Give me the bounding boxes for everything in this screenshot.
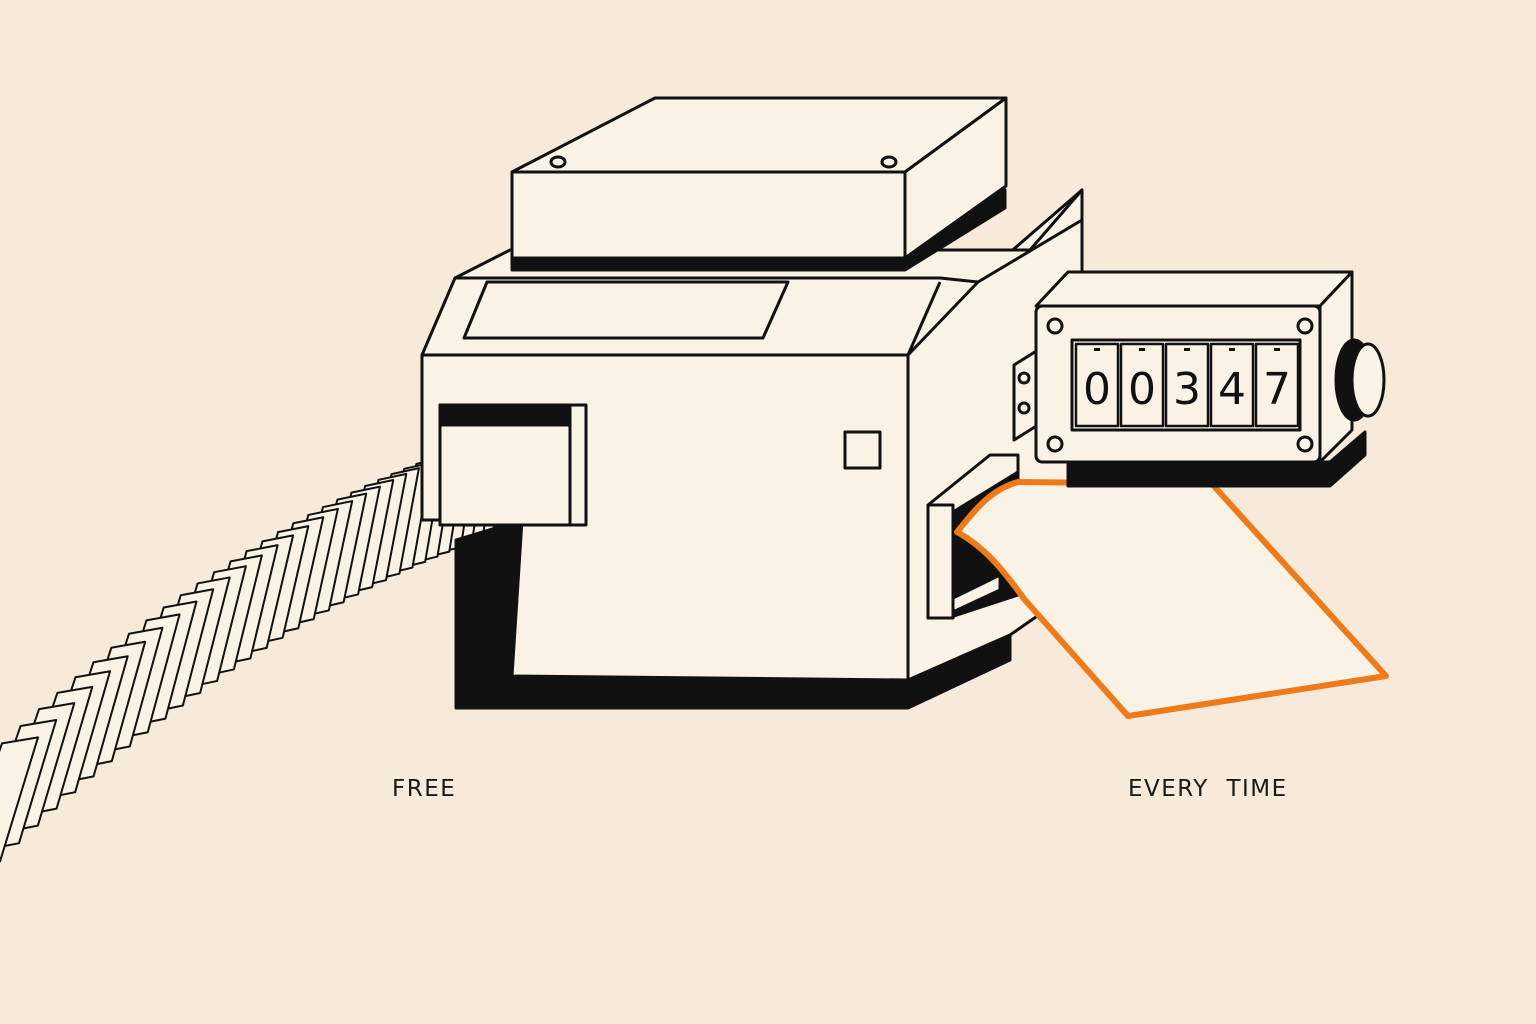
digit-cell-frame [1119,342,1165,428]
top-panel-window [462,280,790,340]
output-slot-lip [926,503,955,620]
lid-screw-right [880,155,898,169]
bracket-hole-top [1017,371,1031,385]
counter-digit-cell: 4 [1209,342,1255,428]
digit-cell-frame [1164,342,1210,428]
counter-knob [1350,342,1386,418]
caption-left: FREE [392,776,457,802]
bracket-hole-bottom [1017,401,1031,415]
counter-digit: 3 [1173,364,1201,415]
caption-right: EVERY TIME [1128,776,1288,802]
counter-top [1034,270,1354,308]
counter-screw-br [1296,435,1314,453]
paper-sheet [0,736,39,863]
counter-digit-cell: 0 [1119,342,1165,428]
counter-screw-tr [1296,317,1314,335]
lid-front [510,170,907,260]
lid-screw-left [549,155,567,169]
counter-digit-cell: 7 [1254,342,1300,428]
digit-tick [1229,348,1235,351]
counter-digit: 7 [1263,364,1291,415]
digit-tick [1274,348,1280,351]
counter-base-shadow [1066,430,1367,488]
digit-tick [1139,348,1145,351]
corner-edge [906,281,942,356]
front-square-button [843,430,882,470]
digit-cell-frame [1074,342,1120,428]
digit-cell-frame [1254,342,1300,428]
counter-digit: 0 [1128,364,1156,415]
output-paper [954,479,1389,719]
input-slot-opening [438,403,572,427]
counter-bracket [1012,348,1040,442]
counter-digit-cell: 3 [1164,342,1210,428]
machine [420,96,1084,710]
digit-tick [1094,348,1100,351]
digit-cell-frame [1209,342,1255,428]
counter-digit: 4 [1218,364,1246,415]
digit-tick [1184,348,1190,351]
lid-side [903,96,1008,260]
counter-digit: 0 [1083,364,1111,415]
counter-screw-tl [1046,317,1064,335]
counter-screw-bl [1046,435,1064,453]
counter-digit-cell: 0 [1074,342,1120,428]
